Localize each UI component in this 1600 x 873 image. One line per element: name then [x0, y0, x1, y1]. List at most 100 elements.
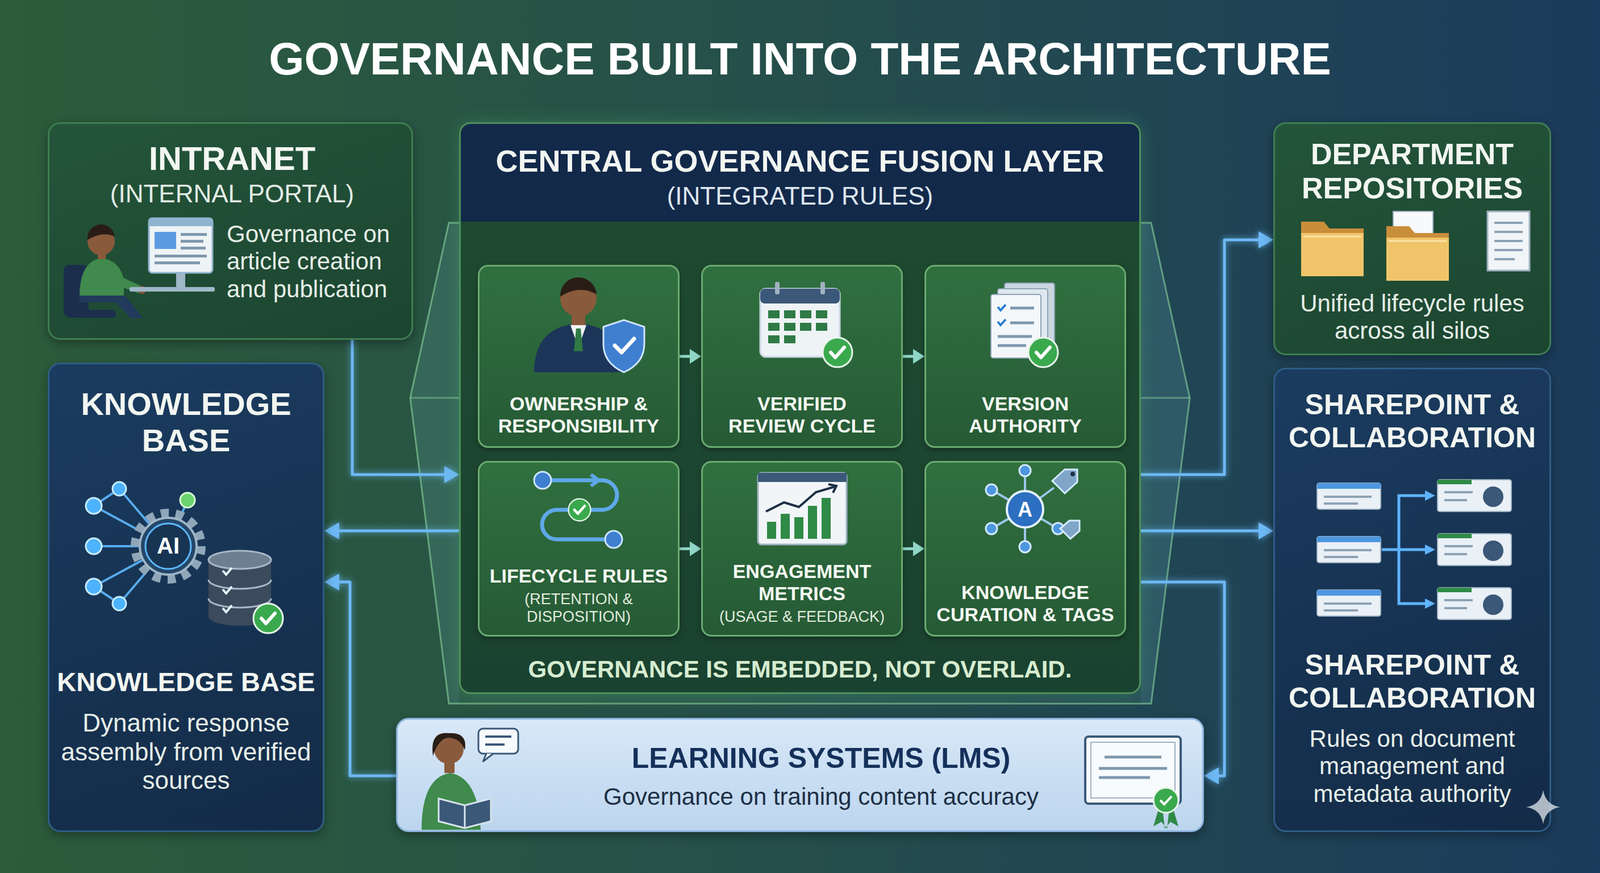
connector-arrow — [324, 522, 460, 540]
box-heading: GOVERNANCE IS EMBEDDED, NOT OVERLAID. — [460, 655, 1140, 683]
arrowhead — [913, 348, 925, 364]
glass-side — [410, 222, 460, 704]
text-slot: (INTERNAL PORTAL) — [49, 179, 415, 209]
connector-line — [1140, 239, 1261, 475]
box-heading: DEPARTMENT REPOSITORIES — [1280, 137, 1544, 206]
system-box: SHAREPOINT & COLLABORATION SHAREPOINT & C… — [1273, 367, 1552, 832]
box-heading: LEARNING SYSTEMS (LMS) — [539, 742, 1103, 775]
icon-label: A — [1007, 497, 1043, 522]
lifecycle-icon — [534, 471, 623, 548]
card-title: VERIFIED REVIEW CYCLE — [719, 392, 885, 437]
text-stack: OWNERSHIP & RESPONSIBILITY — [484, 392, 674, 437]
text-slot: Dynamic response assembly from verified … — [59, 708, 313, 795]
system-box: INTRANET(INTERNAL PORTAL) Governance on a… — [47, 122, 414, 340]
box-heading: SHAREPOINT & COLLABORATION — [1279, 648, 1545, 715]
fusion-layer: CENTRAL GOVERNANCE FUSION LAYER(INTEGRAT… — [459, 122, 1141, 694]
box-heading: SHAREPOINT & COLLABORATION — [1279, 388, 1545, 454]
sparkle-watermark — [1526, 789, 1561, 824]
text-slot: GOVERNANCE BUILT INTO THE ARCHITECTURE — [0, 32, 1600, 86]
ai-database-illustration — [85, 481, 283, 633]
connector-line — [679, 355, 693, 358]
text-slot: CENTRAL GOVERNANCE FUSION LAYER — [460, 143, 1140, 179]
glass-edge — [1140, 397, 1190, 399]
arrowhead — [1258, 231, 1274, 249]
connector-line — [352, 339, 447, 475]
rule-card: OWNERSHIP & RESPONSIBILITY — [477, 264, 680, 448]
glass-side — [1140, 222, 1190, 704]
arrowhead — [324, 522, 340, 540]
folders-illustration — [1301, 211, 1530, 281]
box-heading: KNOWLEDGE BASE — [53, 666, 319, 698]
arrowhead — [689, 541, 702, 557]
rule-card: ENGAGEMENT METRICS (USAGE & FEEDBACK) — [701, 460, 903, 637]
card-title: LIFECYCLE RULES — [482, 564, 675, 587]
rule-card: VERSION AUTHORITY — [924, 264, 1127, 448]
system-box: KNOWLEDGE BASEKNOWLEDGE BASEDynamic resp… — [47, 362, 325, 832]
connector-line — [902, 547, 916, 550]
text-stack: VERSION AUTHORITY — [930, 392, 1120, 437]
text-slot: KNOWLEDGE BASE — [53, 666, 319, 698]
ownership-icon — [534, 277, 645, 373]
box-body: (INTEGRATED RULES) — [460, 181, 1140, 211]
box-body: (INTERNAL PORTAL) — [49, 179, 415, 209]
rule-card: VERIFIED REVIEW CYCLE — [701, 264, 903, 448]
system-box: LEARNING SYSTEMS (LMS) Governance on trai… — [396, 717, 1204, 832]
system-box: DEPARTMENT REPOSITORIES Unified lifecycle… — [1273, 122, 1552, 356]
connector-arrow — [1140, 231, 1274, 475]
box-body: Rules on document management and metadat… — [1282, 725, 1542, 808]
text-stack: KNOWLEDGE CURATION & TAGS — [930, 581, 1120, 626]
connector-arrow — [679, 541, 702, 557]
connector-arrow — [902, 541, 925, 557]
connector-line — [902, 355, 916, 358]
connector-line — [679, 547, 693, 550]
collaboration-illustration — [1317, 479, 1512, 620]
icon-label: AI — [139, 532, 197, 559]
text-slot: Unified lifecycle rules across all silos — [1282, 289, 1542, 345]
glass-edge — [410, 397, 460, 399]
text-slot: SHAREPOINT & COLLABORATION — [1279, 388, 1545, 454]
text-slot: LEARNING SYSTEMS (LMS) — [539, 742, 1103, 775]
connector-arrow — [902, 348, 925, 364]
certificate-illustration — [1085, 736, 1181, 829]
metrics-chart-icon — [757, 472, 847, 545]
card-title: ENGAGEMENT METRICS — [705, 560, 899, 605]
text-slot: INTRANET — [49, 139, 415, 178]
text-slot: SHAREPOINT & COLLABORATION — [1279, 648, 1545, 715]
text-slot: AI — [139, 532, 197, 559]
text-slot: Governance on article creation and publi… — [226, 220, 410, 303]
connector-arrow — [352, 339, 460, 483]
box-body: Unified lifecycle rules across all silos — [1282, 289, 1542, 345]
text-stack: ENGAGEMENT METRICS (USAGE & FEEDBACK) — [707, 560, 897, 626]
curation-network-icon — [985, 464, 1080, 553]
text-stack: VERIFIED REVIEW CYCLE — [707, 392, 897, 437]
arrowhead — [1203, 767, 1219, 785]
box-body: Governance on article creation and publi… — [226, 220, 410, 303]
text-slot: A — [1007, 497, 1043, 522]
connector-line — [336, 581, 397, 776]
glass-prism — [410, 222, 1190, 704]
version-documents-icon — [990, 282, 1058, 368]
connector-arrow — [1140, 522, 1274, 540]
arrowhead — [1258, 522, 1274, 540]
text-slot: DEPARTMENT REPOSITORIES — [1280, 137, 1544, 206]
connector-arrow — [324, 573, 397, 776]
text-slot: (INTEGRATED RULES) — [460, 181, 1140, 211]
box-body: Dynamic response assembly from verified … — [59, 708, 313, 795]
connector-line — [336, 529, 460, 533]
arrowhead — [913, 541, 925, 557]
rule-card: KNOWLEDGE CURATION & TAGS — [924, 460, 1127, 637]
box-heading: INTRANET — [49, 139, 415, 178]
arrowhead — [689, 348, 702, 364]
text-stack: LIFECYCLE RULES(RETENTION & DISPOSITION) — [484, 564, 674, 626]
connector-arrow — [679, 348, 702, 364]
box-heading: CENTRAL GOVERNANCE FUSION LAYER — [460, 143, 1140, 179]
card-title: OWNERSHIP & RESPONSIBILITY — [482, 392, 675, 437]
box-body: Governance on training content accuracy — [539, 782, 1103, 811]
connector-line — [1140, 529, 1261, 533]
card-title: KNOWLEDGE CURATION & TAGS — [928, 581, 1122, 626]
review-calendar-icon — [760, 281, 853, 368]
card-subtitle: (USAGE & FEEDBACK) — [705, 607, 899, 626]
card-title: VERSION AUTHORITY — [928, 392, 1122, 437]
text-slot: GOVERNANCE IS EMBEDDED, NOT OVERLAID. — [460, 655, 1140, 683]
